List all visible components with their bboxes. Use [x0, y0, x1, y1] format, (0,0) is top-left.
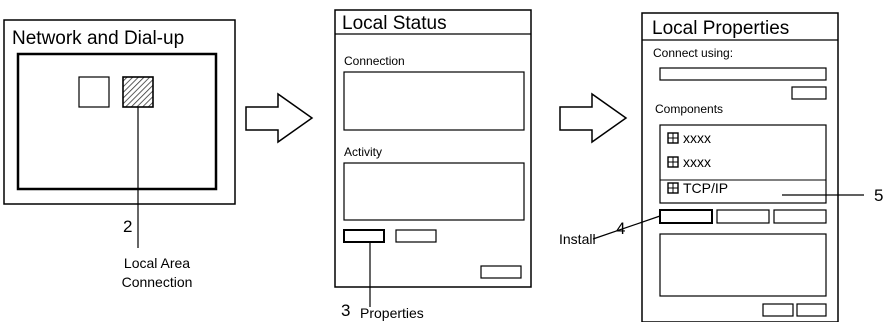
activity-box [343, 162, 525, 221]
install-button[interactable] [659, 209, 713, 224]
connection-label: Connection [344, 54, 405, 68]
component-label: TCP/IP [683, 180, 728, 196]
right-arrow-icon [245, 92, 314, 144]
properties-button[interactable] [773, 209, 827, 224]
right-arrow-icon [559, 92, 628, 144]
connection-icon[interactable] [78, 76, 110, 108]
properties-button[interactable] [343, 229, 385, 243]
network-dialup-window: Network and Dial-up [3, 19, 236, 205]
callout-number-4: 4 [616, 219, 625, 238]
activity-label: Activity [344, 145, 382, 159]
local-status-window: Local Status Connection Activity [334, 9, 532, 288]
disable-button[interactable] [395, 229, 437, 243]
grid-icon [667, 132, 679, 144]
callout-properties-label: Properties [360, 305, 424, 321]
list-item[interactable]: xxxx [667, 154, 711, 170]
window-title: Local Status [342, 13, 447, 34]
cancel-button[interactable] [796, 303, 827, 317]
grid-icon [667, 156, 679, 168]
list-item[interactable]: xxxx [667, 130, 711, 146]
connections-pane [16, 52, 218, 191]
callout-number-3: 3 [341, 301, 350, 320]
description-box [659, 233, 827, 297]
connection-box [343, 71, 525, 131]
install-label: Install [559, 231, 596, 247]
uninstall-button[interactable] [716, 209, 770, 224]
close-button[interactable] [480, 265, 522, 279]
grid-icon [667, 182, 679, 194]
adapter-field [659, 67, 827, 81]
callout-number-5: 5 [874, 186, 883, 205]
caption-connection: Connection [122, 274, 193, 290]
component-label: xxxx [683, 154, 711, 170]
component-label: xxxx [683, 130, 711, 146]
connect-using-label: Connect using: [653, 46, 733, 60]
configure-button[interactable] [791, 86, 827, 100]
components-list [659, 124, 827, 204]
list-item[interactable]: TCP/IP [660, 179, 826, 196]
callout-line-4 [592, 215, 661, 240]
ok-button[interactable] [762, 303, 794, 317]
caption-local-area: Local Area [124, 255, 190, 271]
window-title: Network and Dial-up [12, 28, 184, 49]
window-title: Local Properties [652, 18, 789, 39]
components-label: Components [655, 102, 723, 116]
callout-number-2: 2 [123, 217, 132, 236]
local-properties-window: Local Properties Connect using: Componen… [641, 12, 839, 322]
hatched-connection-icon[interactable] [122, 76, 154, 108]
